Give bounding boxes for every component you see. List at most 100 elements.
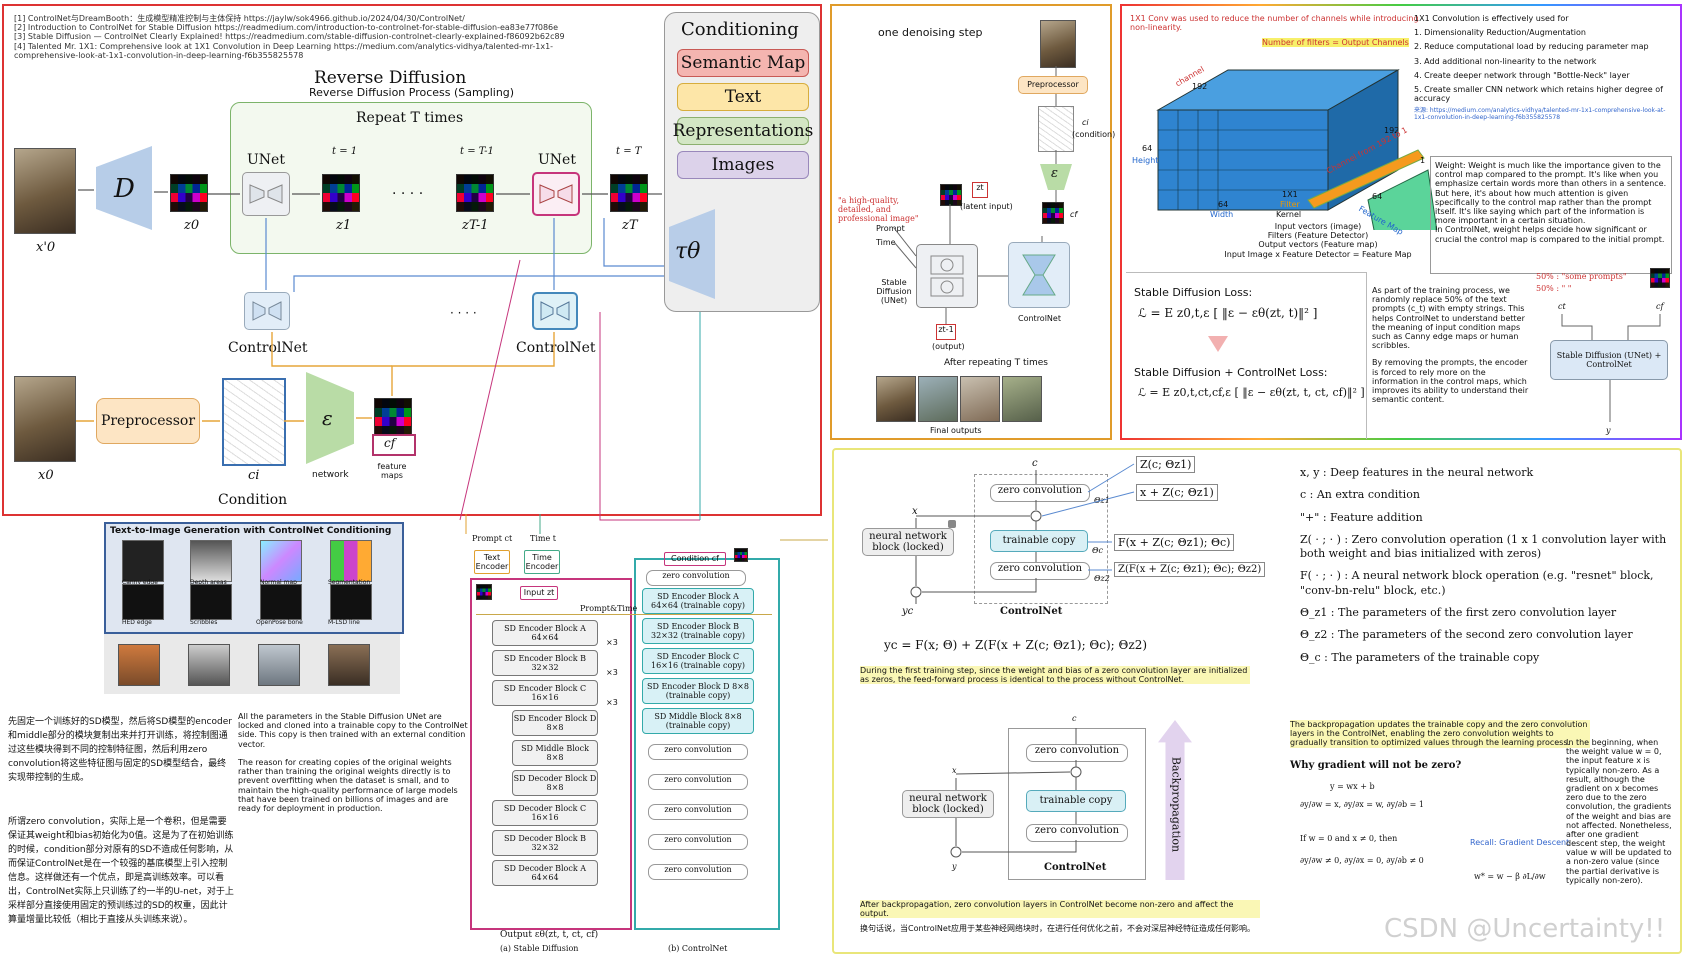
cn-zc-3-label: zero convolution bbox=[664, 805, 732, 814]
denoise-cf-latent bbox=[1042, 202, 1064, 224]
t2i-scribbles bbox=[190, 584, 232, 620]
cn-middle-label: SD Middle Block 8×8 (trainable copy) bbox=[654, 712, 742, 730]
cn-encoder-b: SD Encoder Block B 32×32 (trainable copy… bbox=[642, 618, 754, 644]
ref-1: [1] ControlNet与DreamBooth：生成模型精准控制与主体保持 … bbox=[14, 14, 465, 23]
training-box: Stable Diffusion (UNet) + ControlNet bbox=[1550, 340, 1668, 380]
zh-paragraph-2: 所谓zero convolution，实际上是一个卷积，但是需要保证其weigh… bbox=[8, 817, 234, 925]
cn-encoder-b-label: SD Encoder Block B 32×32 (trainable copy… bbox=[650, 622, 746, 640]
zeroconv-panel bbox=[832, 448, 1682, 954]
sd-encoder-a: SD Encoder Block A 64×64 bbox=[492, 620, 598, 646]
cn-loss-eq: ℒ = E z0,t,ct,cf,ε [ ‖ε − εθ(zt, t, ct, … bbox=[1138, 386, 1365, 399]
denoise-zt: zt bbox=[976, 183, 984, 192]
condition-label: Condition cf bbox=[671, 554, 719, 564]
grad-text-1: The backpropagation updates the trainabl… bbox=[1290, 720, 1590, 748]
sd-decoder-d: SD Decoder Block D 8×8 bbox=[512, 770, 598, 796]
x0-label: x0 bbox=[38, 468, 54, 483]
bp-nn-label: neural network block (locked) bbox=[909, 792, 987, 816]
t2i-mlsd bbox=[330, 584, 372, 620]
bp-after: After backpropagation, zero convolution … bbox=[860, 900, 1260, 919]
reverse-title: Reverse Diffusion bbox=[314, 68, 467, 88]
text-encoder-box: Text Encoder bbox=[474, 550, 510, 574]
arch-prompt: Prompt ct bbox=[472, 534, 513, 543]
cond-semantic-map-label: Semantic Map bbox=[680, 53, 806, 73]
zc-f3: F(x + Z(c; Θz1); Θc) bbox=[1114, 534, 1235, 551]
t2i-canny bbox=[122, 540, 164, 582]
denoise-after: After repeating T times bbox=[944, 358, 1048, 368]
ref-4: [4] Talented Mr. 1X1: Comprehensive look… bbox=[14, 41, 554, 60]
t2i-depth bbox=[190, 540, 232, 582]
width-label: Width bbox=[1210, 210, 1234, 219]
controlnet-2-block bbox=[532, 292, 578, 330]
use-1: 1. Dimensionality Reduction/Augmentation bbox=[1414, 28, 1586, 38]
unet-2-label: UNet bbox=[538, 152, 576, 168]
uses-list: 1X1 Convolution is effectively used for … bbox=[1414, 14, 1676, 122]
zc-equation: yc = F(x; Θ) + Z(F(x + Z(c; Θz1); Θc); Θ… bbox=[884, 638, 1148, 652]
cn-zc-2: zero convolution bbox=[648, 774, 748, 790]
kernel-label: 1X1 bbox=[1282, 190, 1298, 199]
training-y: y bbox=[1606, 426, 1611, 435]
cond-text: Text bbox=[677, 83, 809, 111]
loss-arrow bbox=[1208, 336, 1228, 352]
training-text-2: By removing the prompts, the encoder is … bbox=[1372, 358, 1529, 405]
legend-5: F( · ; · ) : A neural network block oper… bbox=[1300, 569, 1654, 597]
zc-lock-icon bbox=[948, 520, 956, 528]
cn-middle: SD Middle Block 8×8 (trainable copy) bbox=[642, 708, 754, 734]
z1-label: z1 bbox=[336, 218, 352, 233]
sd-encoder-c-label: SD Encoder Block C 16×16 bbox=[503, 684, 587, 702]
text-encoder-label: Text Encoder bbox=[475, 552, 509, 571]
zT-label: zT bbox=[622, 218, 638, 233]
tau-encoder bbox=[669, 209, 715, 299]
repeat-box bbox=[230, 102, 592, 254]
cn-blocks: SD Encoder Block A 64×64 (trainable copy… bbox=[634, 530, 776, 926]
conv1x1-panel: 1X1 Conv was used to reduce the number o… bbox=[1120, 4, 1682, 440]
denoise-deer-photo bbox=[1040, 20, 1076, 68]
legend-8: Θ_c : The parameters of the trainable co… bbox=[1300, 650, 1540, 664]
denoise-controlnet: ControlNet bbox=[1018, 314, 1061, 323]
zc-legend: x, y : Deep features in the neural netwo… bbox=[1300, 466, 1672, 673]
n64c: 64 bbox=[1372, 192, 1383, 201]
output-deer-photo bbox=[14, 148, 76, 234]
zc-controlnet-frame bbox=[974, 474, 1108, 604]
height-label: Height bbox=[1132, 156, 1159, 165]
cn-zc-2-label: zero convolution bbox=[664, 775, 732, 784]
cond-images-label: Images bbox=[711, 155, 775, 175]
denoise-prompt-text: "a high-quality, detailed, and professio… bbox=[838, 196, 919, 224]
controlnet-2-label: ControlNet bbox=[516, 340, 596, 356]
denoise-ci-note: (condition) bbox=[1072, 130, 1116, 139]
denoise-output: (output) bbox=[932, 342, 965, 351]
bp-zero-conv-2-label: zero convolution bbox=[1034, 825, 1120, 836]
zc-x: x bbox=[912, 506, 918, 517]
tau-label: τθ bbox=[675, 239, 701, 264]
grad-eq4: ∂y/∂w ≠ 0, ∂y/∂x = 0, ∂y/∂b ≠ 0 bbox=[1300, 856, 1424, 865]
cn-encoder-c: SD Encoder Block C 16×16 (trainable copy… bbox=[642, 648, 754, 674]
cn-frame bbox=[634, 558, 780, 930]
sd-encoder-b-label: SD Encoder Block B 32×32 bbox=[504, 654, 586, 672]
bp-zero-conv-2: zero convolution bbox=[1026, 824, 1128, 842]
use-2: 2. Reduce computational load by reducing… bbox=[1414, 42, 1649, 52]
x0-prime-label: x'0 bbox=[36, 240, 56, 255]
cn-encoder-d-label: SD Encoder Block D 8×8 (trainable copy) bbox=[647, 682, 749, 700]
zT1-latent bbox=[456, 174, 494, 212]
condition-box: Condition cf bbox=[664, 552, 726, 566]
en-paragraph-1: All the parameters in the Stable Diffusi… bbox=[238, 712, 468, 749]
cond-representations: Representations bbox=[673, 117, 813, 145]
denoise-preprocessor-label: Preprocessor bbox=[1027, 80, 1079, 90]
x3-2: ×3 bbox=[606, 668, 618, 677]
cn-encoder-a-label: SD Encoder Block A 64×64 (trainable copy… bbox=[650, 592, 746, 610]
sd-loss-eq: ℒ = E z0,t,ε [ ‖ε − εθ(zt, t)‖² ] bbox=[1138, 306, 1318, 320]
sd-decoder-a-label: SD Decoder Block A 64×64 bbox=[503, 864, 586, 882]
n64a: 64 bbox=[1142, 144, 1153, 153]
denoise-zt1-box: zt-1 bbox=[936, 324, 956, 340]
preprocessor-box: Preprocessor bbox=[96, 398, 200, 444]
caption-1: Input vectors (image) bbox=[1274, 222, 1362, 231]
training-ct: ct bbox=[1558, 302, 1566, 311]
zc-f2: x + Z(c; Θz1) bbox=[1136, 484, 1218, 501]
denoise-sd-unet: Stable Diffusion (UNet) bbox=[876, 278, 912, 306]
zc-diagram: c x neural network block (locked) zero c… bbox=[850, 456, 1270, 666]
t2i-segmentation bbox=[330, 540, 372, 582]
zc-nn-label: neural network block (locked) bbox=[869, 530, 947, 554]
ci-label: ci bbox=[248, 468, 260, 483]
t2i-label-canny: Canny edge bbox=[122, 579, 158, 586]
arch-panel: Prompt ct Time t Text Encoder Time Encod… bbox=[470, 530, 780, 954]
cond-representations-label: Representations bbox=[672, 121, 814, 141]
